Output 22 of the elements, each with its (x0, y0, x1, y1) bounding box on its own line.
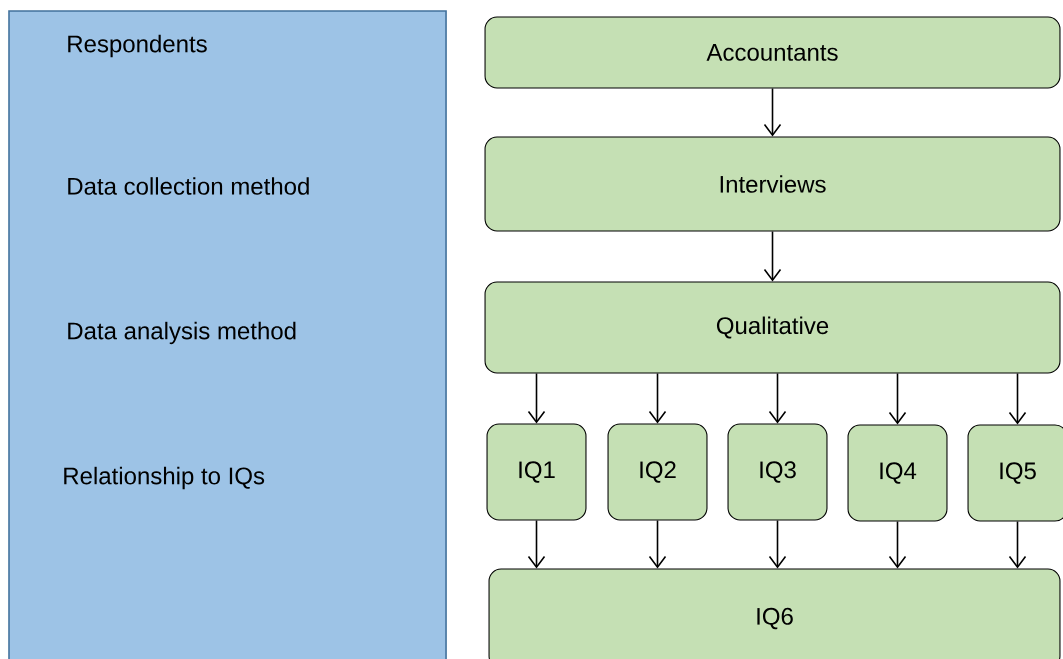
process-box: Interviews (484, 136, 1061, 232)
arrow (888, 520, 907, 569)
arrow (527, 372, 546, 424)
process-box: IQ6 (488, 568, 1061, 659)
arrow (527, 519, 546, 569)
arrow (768, 519, 787, 569)
arrow (1008, 372, 1027, 425)
process-box: IQ2 (607, 423, 708, 521)
process-box: IQ5 (967, 424, 1063, 522)
arrow (648, 372, 667, 424)
process-box: Qualitative (484, 281, 1061, 374)
process-box: IQ4 (847, 424, 948, 522)
arrow (768, 372, 787, 424)
arrow (888, 372, 907, 425)
arrow (648, 519, 667, 569)
process-box: IQ3 (727, 423, 828, 521)
process-box: Accountants (484, 16, 1061, 89)
arrow (763, 230, 782, 282)
arrow (1008, 520, 1027, 569)
panel: Respondents Data collection method Data analysis method Relationship to IQs (8, 10, 447, 659)
arrow (763, 87, 782, 137)
process-box: IQ1 (486, 423, 587, 521)
